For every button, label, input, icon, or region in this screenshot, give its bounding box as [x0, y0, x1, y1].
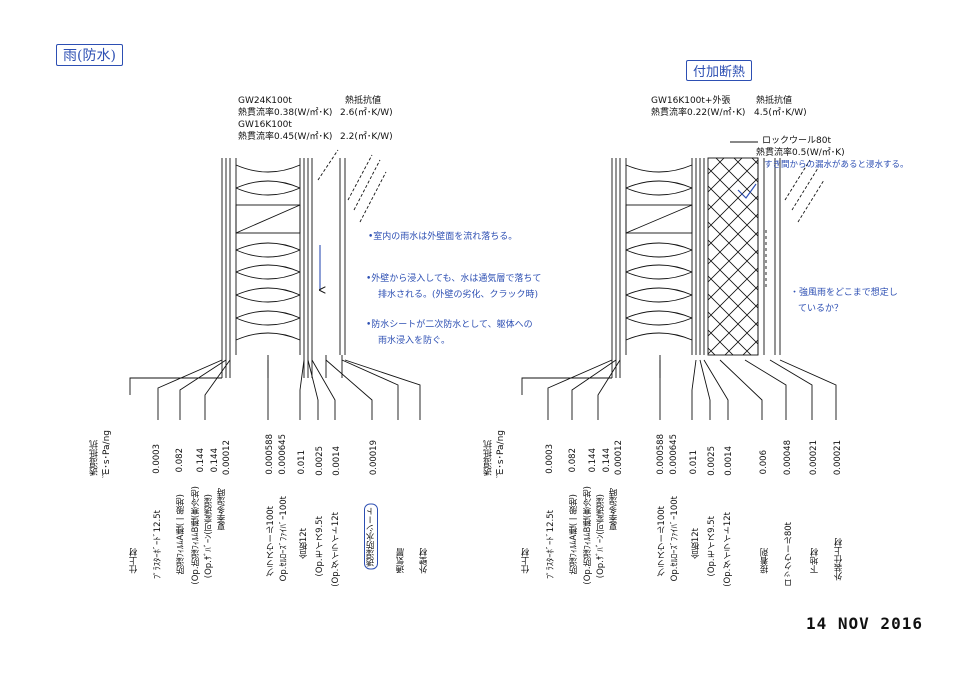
- left-value: 0.082: [175, 448, 185, 473]
- right-layer: グラスウール100t: [657, 506, 667, 577]
- right-layer: (Op.ダイライト12t: [723, 512, 733, 587]
- right-perm-unit: ㎡･s･Pa/ng: [496, 430, 506, 478]
- left-layer-highlight: 透湿防水シート: [364, 504, 378, 570]
- left-value: 0.011: [297, 450, 307, 475]
- right-wall-section: [521, 141, 837, 420]
- left-layer: (Op.ダイライト12t: [331, 512, 341, 587]
- right-layer: Op.ｾﾙﾛｰｽﾞﾌｧｲﾊﾞｰ100t: [670, 496, 680, 582]
- right-value: 0.006: [759, 450, 769, 475]
- left-layer: 防湿ﾌｨﾙﾑA種(一般地): [176, 494, 186, 575]
- left-value: 0.0014: [332, 446, 342, 476]
- right-side-note-1: ・強風雨をどこまで想定し: [790, 288, 898, 298]
- left-value: 0.00012: [222, 440, 232, 476]
- left-gw2-rate: 熱貫流率0.45(W/㎡･K): [238, 132, 333, 142]
- left-note-3: 排水される。(外壁の劣化、クラック時): [378, 290, 539, 300]
- right-value: 0.144: [588, 448, 598, 473]
- left-layer: Op.ｾﾙﾛｰｽﾞﾌｧｲﾊﾞｰ100t: [279, 496, 289, 582]
- left-layer: (Op.防湿ﾌｨﾙﾑB種(寒冷地): [191, 486, 201, 585]
- right-layer: (Op.ｻﾞﾊﾞｰﾝ(可変透湿): [596, 494, 606, 579]
- right-value: 0.00021: [833, 440, 843, 476]
- left-layer: (Op.ｻﾞﾊﾞｰﾝ(可変透湿): [204, 494, 214, 579]
- left-perm-unit: ㎡･s･Pa/ng: [102, 430, 112, 478]
- right-layer: (Op.モイス9.5t: [707, 516, 717, 577]
- left-layer: 通気層: [396, 548, 406, 574]
- right-rock-label: ロックウール80t: [762, 136, 831, 146]
- right-value: 0.0014: [724, 446, 734, 476]
- left-note-1: •室内の雨水は外壁面を流れ落ちる。: [368, 232, 518, 242]
- right-value: 0.011: [689, 450, 699, 475]
- left-r1: 2.6(㎡･K/W): [340, 108, 393, 118]
- right-value: 0.000588: [656, 434, 666, 475]
- left-layer: グラスウール100t: [266, 506, 276, 577]
- left-note-5: 雨水浸入を防ぐ。: [378, 336, 451, 346]
- left-layer: 夏季多湿時: [217, 488, 227, 531]
- left-gw2-label: GW16K100t: [238, 120, 292, 130]
- left-wall-section: [129, 149, 421, 420]
- right-value: 0.0003: [545, 444, 555, 474]
- right-title: 付加断熱: [686, 60, 753, 81]
- left-gw1-label: GW24K100t: [238, 96, 292, 106]
- right-value: 0.00021: [809, 440, 819, 476]
- left-layer: (Op.モイス9.5t: [315, 516, 325, 577]
- right-layer: ﾌﾟﾗｽﾀｰﾎﾞｰﾄﾞ12.5t: [546, 510, 556, 580]
- left-value: 0.144: [210, 448, 220, 473]
- right-value: 0.00012: [614, 440, 624, 476]
- right-value: 0.00048: [783, 440, 793, 476]
- left-layer: ﾌﾟﾗｽﾀｰﾎﾞｰﾄﾞ12.5t: [153, 510, 163, 580]
- left-value: 0.144: [196, 448, 206, 473]
- left-value: 0.000645: [278, 434, 288, 475]
- left-value: 0.000588: [265, 434, 275, 475]
- right-value: 0.0025: [707, 446, 717, 476]
- left-gw1-rate: 熱貫流率0.38(W/㎡･K): [238, 108, 333, 118]
- left-value: 0.00019: [369, 440, 379, 476]
- left-r2: 2.2(㎡･K/W): [340, 132, 393, 142]
- left-layer: 仕上材: [129, 548, 139, 574]
- date-stamp: 14 NOV 2016: [806, 614, 923, 633]
- left-value: 0.0003: [152, 444, 162, 474]
- left-layer: 合板12t: [299, 528, 309, 560]
- left-value: 0.0025: [315, 446, 325, 476]
- right-r1: 4.5(㎡･K/W): [754, 108, 807, 118]
- left-layer: 外壁材: [419, 548, 429, 574]
- right-layer: 仕上材: [521, 548, 531, 574]
- right-gw1-rate: 熱貫流率0.22(W/㎡･K): [651, 108, 746, 118]
- right-layer: 防湿ﾌｨﾙﾑA種(一般地): [569, 494, 579, 575]
- right-layer: 外装仕上材: [834, 538, 844, 581]
- right-r-header: 熱抵抗値: [756, 96, 793, 106]
- right-side-note-2: ているか？: [798, 304, 844, 314]
- right-layer: 合板12t: [691, 528, 701, 560]
- left-r-header: 熱抵抗値: [345, 96, 382, 106]
- left-note-2: •外壁から浸入しても、水は通気層で落ちて: [366, 274, 542, 284]
- right-layer: (Op.防湿ﾌｨﾙﾑB種(寒冷地): [583, 486, 593, 585]
- left-note-4: •防水シートが二次防水として、躯体への: [366, 320, 533, 330]
- right-value: 0.144: [602, 448, 612, 473]
- left-title: 雨(防水): [56, 44, 123, 66]
- right-layer: 夏季多湿時: [609, 488, 619, 531]
- right-layer: 下地材: [810, 548, 820, 574]
- right-value: 0.000645: [669, 434, 679, 475]
- right-rock-rate: 熱貫流率0.5(W/㎡･K): [756, 148, 845, 158]
- right-layer: 接着剤: [760, 548, 770, 574]
- right-rock-note: すき間からの漏水があると浸水する。: [764, 160, 909, 170]
- right-value: 0.082: [568, 448, 578, 473]
- right-layer: ロックウール80t: [784, 522, 794, 588]
- right-gw1-label: GW16K100t+外張: [651, 96, 731, 106]
